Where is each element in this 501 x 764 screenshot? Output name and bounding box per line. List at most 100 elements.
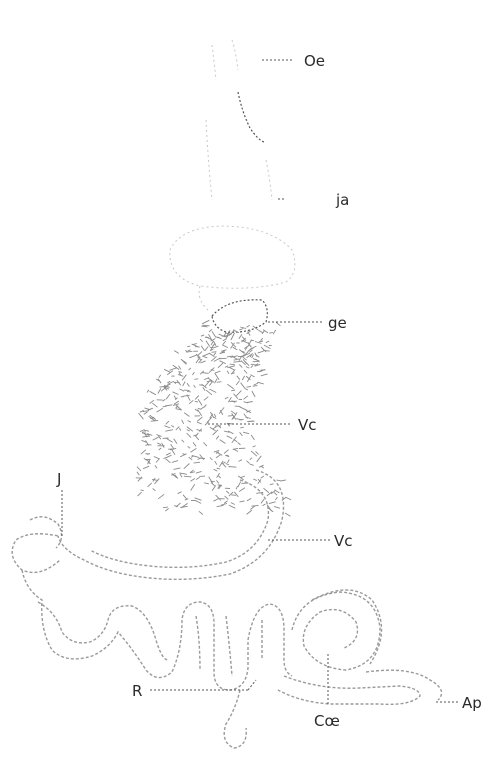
rectum bbox=[223, 669, 443, 749]
villus-stroke bbox=[190, 471, 196, 474]
villus-stroke bbox=[227, 397, 232, 403]
villus-stroke bbox=[194, 497, 202, 501]
villus-stroke bbox=[259, 369, 265, 373]
villus-stroke bbox=[257, 381, 264, 385]
villus-stroke bbox=[149, 399, 155, 404]
villus-stroke bbox=[147, 407, 154, 411]
villus-stroke bbox=[253, 382, 259, 386]
villus-stroke bbox=[187, 446, 191, 449]
villus-stroke bbox=[268, 501, 276, 505]
villus-stroke bbox=[226, 355, 234, 358]
villus-stroke bbox=[251, 390, 256, 398]
villus-stroke bbox=[214, 372, 220, 380]
villus-stroke bbox=[219, 360, 226, 365]
villus-stroke bbox=[210, 369, 215, 371]
villus-stroke bbox=[269, 331, 273, 334]
villus-stroke bbox=[275, 321, 281, 327]
villus-stroke bbox=[251, 354, 254, 359]
villus-stroke bbox=[263, 344, 271, 349]
villus-stroke bbox=[163, 384, 170, 389]
villus-stroke bbox=[194, 408, 199, 412]
villus-stroke bbox=[228, 329, 236, 336]
villus-stroke bbox=[166, 438, 173, 443]
villus-stroke bbox=[209, 457, 213, 461]
villus-stroke bbox=[163, 368, 171, 373]
villus-stroke bbox=[181, 419, 185, 425]
villus-stroke bbox=[240, 326, 247, 329]
villus-stroke bbox=[252, 385, 258, 387]
villus-stroke bbox=[237, 442, 241, 446]
villus-stroke bbox=[247, 401, 253, 403]
villus-stroke bbox=[211, 331, 217, 338]
villus-stroke bbox=[250, 450, 258, 457]
villus-stroke bbox=[158, 374, 162, 379]
villus-stroke bbox=[215, 494, 222, 501]
villus-stroke bbox=[177, 373, 184, 377]
villus-stroke bbox=[174, 505, 179, 507]
villus-stroke bbox=[219, 460, 224, 468]
villus-stroke bbox=[165, 429, 174, 432]
villus-stroke bbox=[230, 341, 237, 348]
villus-stroke bbox=[241, 336, 247, 342]
villus-stroke bbox=[224, 365, 229, 368]
villus-stroke bbox=[143, 429, 150, 432]
villus-stroke bbox=[163, 506, 168, 509]
villus-stroke bbox=[201, 325, 208, 328]
villus-stroke bbox=[209, 382, 212, 386]
villus-stroke bbox=[181, 374, 187, 381]
villus-stroke bbox=[239, 500, 245, 503]
villus-stroke bbox=[230, 410, 237, 416]
villus-stroke bbox=[262, 329, 269, 334]
villus-stroke bbox=[226, 435, 233, 440]
villus-stroke bbox=[146, 452, 151, 455]
villus-stroke bbox=[160, 387, 167, 392]
villus-stroke bbox=[219, 350, 226, 354]
villus-stroke bbox=[213, 352, 217, 356]
villus-stroke bbox=[179, 427, 182, 431]
villus-stroke bbox=[284, 512, 291, 517]
villus-stroke bbox=[230, 502, 235, 505]
villus-stroke bbox=[198, 358, 203, 364]
villus-stroke bbox=[212, 429, 219, 436]
villus-stroke bbox=[208, 328, 213, 333]
villus-stroke bbox=[213, 345, 219, 349]
villus-stroke bbox=[192, 442, 197, 447]
villus-stroke bbox=[213, 498, 218, 502]
villus-stroke bbox=[238, 334, 243, 340]
villus-stroke bbox=[246, 375, 252, 383]
villus-stroke bbox=[147, 461, 151, 465]
villus-stroke bbox=[204, 377, 210, 381]
villus-stroke bbox=[197, 421, 202, 425]
villus-stroke bbox=[280, 479, 286, 482]
villus-stroke bbox=[247, 342, 252, 348]
villus-stroke bbox=[230, 372, 235, 375]
villus-stroke bbox=[246, 409, 251, 413]
villus-stroke bbox=[227, 383, 235, 390]
villus-stroke bbox=[188, 456, 193, 461]
villus-stroke bbox=[183, 412, 190, 417]
villus-stroke bbox=[159, 386, 165, 388]
villus-stroke bbox=[218, 333, 226, 338]
villus-stroke bbox=[216, 480, 220, 484]
villus-stroke bbox=[140, 489, 144, 492]
villus-stroke bbox=[197, 399, 203, 406]
villus-stroke bbox=[235, 380, 240, 386]
villus-stroke bbox=[139, 429, 145, 433]
villus-stroke bbox=[180, 505, 188, 508]
villus-stroke bbox=[249, 463, 254, 466]
villus-stroke bbox=[179, 388, 185, 392]
villus-stroke bbox=[188, 367, 192, 371]
villus-stroke bbox=[243, 401, 248, 404]
villus-stroke bbox=[147, 433, 153, 436]
villus-stroke bbox=[240, 350, 245, 353]
villus-stroke bbox=[165, 420, 170, 425]
villus-stroke bbox=[217, 362, 224, 369]
villus-stroke bbox=[254, 363, 259, 366]
villus-stroke bbox=[173, 395, 177, 400]
villus-stroke bbox=[256, 455, 262, 463]
villus-stroke bbox=[219, 439, 226, 444]
intestine-coils bbox=[11, 516, 293, 691]
villus-stroke bbox=[205, 389, 213, 396]
villus-stroke bbox=[178, 370, 183, 374]
villus-stroke bbox=[186, 432, 192, 438]
